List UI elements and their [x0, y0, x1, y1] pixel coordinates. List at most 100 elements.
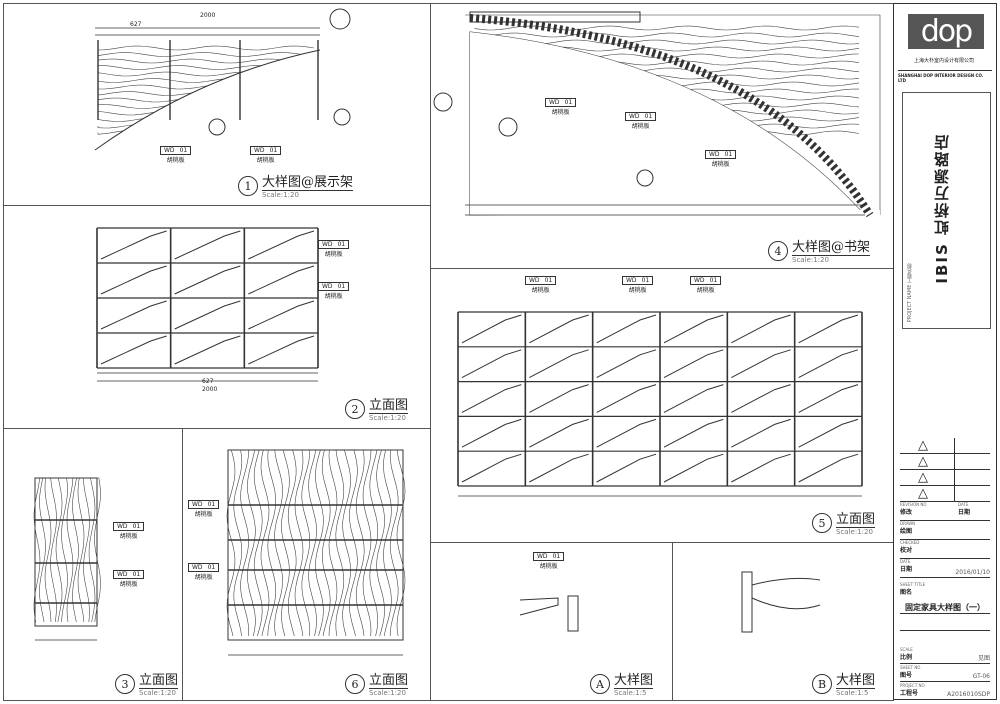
- dimension-text: 627: [130, 21, 142, 28]
- scale-text: Scale:1:20: [792, 256, 829, 264]
- material: 胡桃板: [194, 511, 213, 518]
- wood-grain: [97, 45, 315, 51]
- section-marker: [208, 118, 226, 136]
- material: 胡桃板: [551, 109, 570, 116]
- sloped-panel: [461, 349, 522, 379]
- code: WD: [117, 571, 128, 578]
- white-mask: [95, 50, 330, 160]
- project-title: IBIS 虹桥万源路店: [933, 133, 951, 284]
- label: REVISION NO: [900, 502, 927, 507]
- label-en: PROJECT NAME: [907, 284, 913, 322]
- label: CHECKED: [900, 540, 920, 545]
- sloped-panel: [731, 314, 791, 344]
- callout-code: WD 01: [250, 146, 282, 155]
- wood-grain: [55, 477, 63, 623]
- label: DATE: [900, 559, 911, 564]
- revision-entry: △: [900, 454, 990, 470]
- num: 01: [132, 571, 141, 578]
- sloped-panel: [596, 418, 657, 448]
- wood-grain: [44, 477, 52, 623]
- num: 01: [337, 241, 346, 248]
- title-text: 立面图: [836, 512, 876, 528]
- sloped-panel: [529, 384, 589, 413]
- title-text: 大样图@书架: [792, 240, 871, 256]
- detail-number: 6: [345, 674, 365, 694]
- num: 01: [644, 113, 653, 120]
- code: WD: [322, 241, 333, 248]
- material: 胡桃板: [166, 157, 185, 164]
- material: 胡桃板: [711, 161, 730, 168]
- detail-a-post: [567, 595, 579, 632]
- wood-grain: [94, 477, 101, 623]
- section-marker: [329, 8, 351, 30]
- num: 01: [132, 523, 141, 530]
- sloped-panel: [461, 453, 522, 483]
- wood-grain: [97, 58, 315, 64]
- label-cn: 图号: [900, 672, 913, 679]
- material: 胡桃板: [119, 581, 138, 588]
- sloped-panel: [248, 230, 315, 260]
- revision-entry: △: [900, 486, 990, 502]
- num: 01: [724, 151, 733, 158]
- num: 01: [641, 277, 650, 284]
- title-text: 大样图@展示架: [262, 175, 354, 191]
- num: 01: [709, 277, 718, 284]
- dimension-text: 2000: [202, 386, 218, 393]
- sloped-panel: [798, 349, 859, 379]
- scale-text: Scale:1:20: [262, 191, 299, 199]
- sloped-panel: [731, 384, 791, 413]
- num: 01: [564, 99, 573, 106]
- sloped-panel: [461, 384, 522, 413]
- sloped-panel: [798, 384, 859, 413]
- panel-3: [3, 428, 183, 701]
- white-mask: [470, 32, 880, 215]
- wood-grain: [83, 477, 90, 623]
- label: SHEET NO: [900, 665, 921, 670]
- label-cn: 日期: [900, 566, 913, 573]
- section-marker: [433, 92, 453, 112]
- sloped-panel: [529, 453, 589, 483]
- sloped-panel: [174, 230, 241, 260]
- label: SCALE: [900, 647, 913, 652]
- label-cn: 日期: [958, 509, 971, 516]
- code: WD: [254, 147, 265, 154]
- revision-triangle-icon: △: [918, 486, 928, 501]
- scale-text: Scale:1:20: [369, 414, 406, 422]
- dimension-text: 627: [202, 378, 214, 385]
- revision-triangle-icon: △: [918, 454, 928, 469]
- callout-code: WD 01: [113, 570, 145, 579]
- sloped-panel: [248, 265, 315, 295]
- section-marker: [333, 108, 351, 126]
- sloped-panel: [798, 418, 859, 448]
- panel-4: [430, 3, 894, 269]
- scale-text: Scale:1:5: [614, 689, 647, 697]
- num: 01: [179, 147, 188, 154]
- callout-code: WD 01: [318, 240, 350, 249]
- sloped-panel: [663, 314, 724, 344]
- sloped-panel: [731, 418, 791, 448]
- label-cn: 工程号: [900, 690, 919, 697]
- num: 01: [207, 501, 216, 508]
- sloped-panel: [798, 314, 859, 344]
- sloped-panel: [174, 265, 241, 295]
- label-cn: 工程名称: [907, 262, 913, 283]
- num: 01: [269, 147, 278, 154]
- sloped-panel: [596, 314, 657, 344]
